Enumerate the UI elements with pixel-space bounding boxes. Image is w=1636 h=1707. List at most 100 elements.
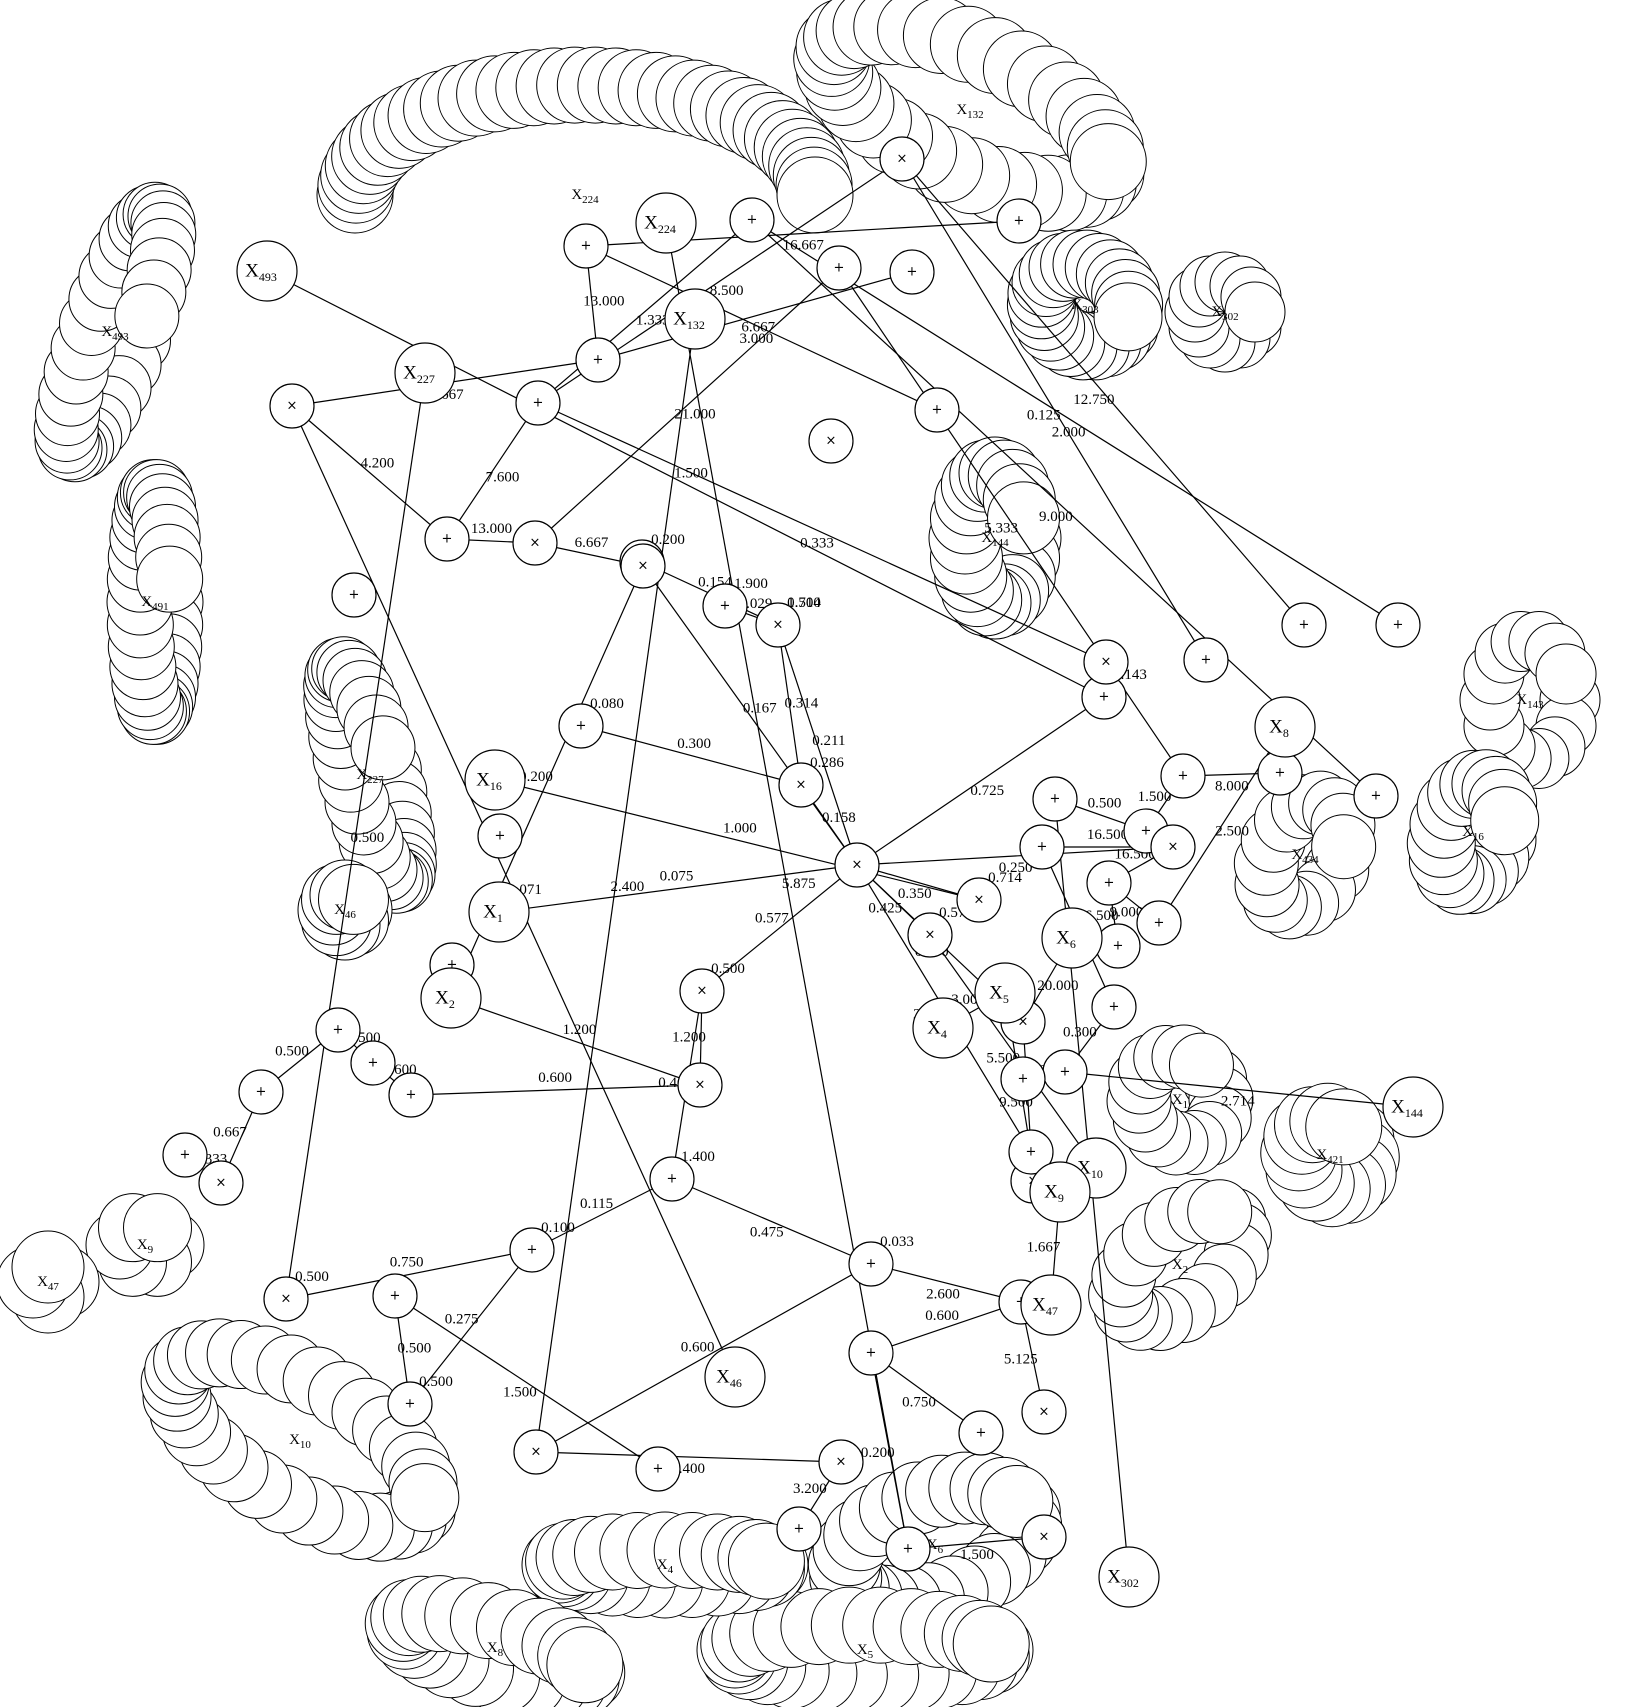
variable-cluster: X2: [1088, 1179, 1272, 1351]
cluster-ring: [1224, 281, 1286, 343]
variable-cluster: X9: [85, 1193, 205, 1297]
cluster-label: X224: [571, 187, 599, 206]
node-circle: [331, 572, 377, 618]
node-label: ×: [216, 1176, 227, 1191]
node-label: +: [1037, 840, 1048, 855]
tree-edge: [665, 222, 909, 1550]
node-label: +: [1026, 1145, 1037, 1160]
add-node: +: [635, 1446, 681, 1492]
multiply-node: ×: [818, 1439, 864, 1485]
node-circle: [512, 520, 558, 566]
edge-weight: 0.600: [681, 1340, 715, 1356]
add-node: +: [649, 1156, 695, 1202]
variable-cluster: X132: [793, 0, 1147, 232]
multiply-node: ×: [755, 602, 801, 648]
variable-cluster: X144: [928, 436, 1062, 640]
node-circle: [424, 516, 470, 562]
node-circle: [729, 197, 775, 243]
add-node: +: [1160, 753, 1206, 799]
edge-weight: 0.158: [822, 810, 856, 826]
add-node: +: [424, 516, 470, 562]
variable-cluster: X5: [696, 1586, 1034, 1707]
edge-weight: 1.900: [734, 576, 768, 592]
variable-node: X4: [912, 997, 974, 1059]
add-node: +: [509, 1227, 555, 1273]
node-label: ×: [695, 1078, 706, 1093]
multiply-node: ×: [956, 877, 1002, 923]
edge-weight: 1.200: [563, 1022, 597, 1038]
edge-weight: 0.200: [651, 532, 685, 548]
add-node: +: [1086, 860, 1132, 906]
variable-node: X227: [394, 342, 456, 404]
cluster-ring: [1187, 1179, 1253, 1245]
node-label: +: [1014, 214, 1025, 229]
node-label: +: [1099, 690, 1110, 705]
edge-weight: 7.600: [486, 470, 520, 486]
node-label: +: [1104, 876, 1115, 891]
edge-weight: 0.200: [519, 769, 553, 785]
node-circle: [1021, 1389, 1067, 1435]
tree-edge: [856, 846, 1174, 866]
edge-weight: 0.100: [541, 1220, 575, 1236]
node-circle: [1353, 773, 1399, 819]
add-node: +: [331, 572, 377, 618]
node-circle: [635, 192, 697, 254]
cluster-ring: [546, 1626, 624, 1704]
edge-weight: 0.350: [898, 886, 932, 902]
node-label: +: [533, 396, 544, 411]
edge-weight: 0.314: [785, 695, 819, 711]
cluster-ring: [952, 1605, 1030, 1683]
edge-weight: 0.425: [868, 901, 902, 917]
edge-weight: 6.667: [741, 320, 775, 336]
node-circle: [818, 1439, 864, 1485]
node-circle: [635, 1446, 681, 1492]
node-circle: [563, 223, 609, 269]
node-label: +: [1201, 653, 1212, 668]
variable-node: X1: [468, 881, 530, 943]
node-circle: [912, 997, 974, 1059]
edge-weight: 0.577: [755, 911, 789, 927]
node-circle: [778, 762, 824, 808]
multiply-node: ×: [620, 543, 666, 589]
tree-edge: [580, 725, 802, 786]
edge-weight: 16.667: [783, 237, 825, 253]
tree-edge: [531, 1178, 673, 1251]
node-label: ×: [1018, 1015, 1029, 1030]
node-label: +: [1018, 1072, 1029, 1087]
cluster-ring: [114, 283, 180, 349]
edge-weight: 0.115: [580, 1196, 613, 1212]
tree-edge: [870, 1352, 982, 1434]
node-label: +: [1393, 618, 1404, 633]
node-circle: [1281, 602, 1327, 648]
node-label: ×: [836, 1455, 847, 1470]
node-label: +: [1141, 824, 1152, 839]
node-label: +: [866, 1346, 877, 1361]
tree-edge: [291, 405, 448, 540]
node-circle: [162, 1132, 208, 1178]
add-node: +: [1091, 984, 1137, 1030]
variable-node: X8: [1254, 696, 1316, 758]
tree-edge: [1064, 1071, 1414, 1108]
node-circle: [974, 962, 1036, 1024]
multiply-node: ×: [834, 842, 880, 888]
cluster-ring: [987, 481, 1061, 555]
edge-weight: 4.200: [360, 455, 394, 471]
node-circle: [509, 1227, 555, 1273]
edge-weight: 3.200: [793, 1481, 827, 1497]
cluster-ring: [390, 1463, 460, 1533]
tree-edge: [671, 1178, 872, 1265]
node-circle: [513, 1429, 559, 1475]
add-node: +: [1019, 824, 1065, 870]
node-circle: [315, 1007, 361, 1053]
tree-edge: [597, 271, 913, 361]
node-circle: [679, 968, 725, 1014]
variable-cluster: X303: [1006, 229, 1164, 381]
cluster-ring: [1470, 786, 1540, 856]
edge-weight: 5.333: [984, 521, 1018, 537]
edge-weight: 0.250: [999, 860, 1033, 876]
add-node: +: [1257, 750, 1303, 796]
node-label: +: [581, 239, 592, 254]
node-circle: [468, 881, 530, 943]
add-node: +: [1281, 602, 1327, 648]
